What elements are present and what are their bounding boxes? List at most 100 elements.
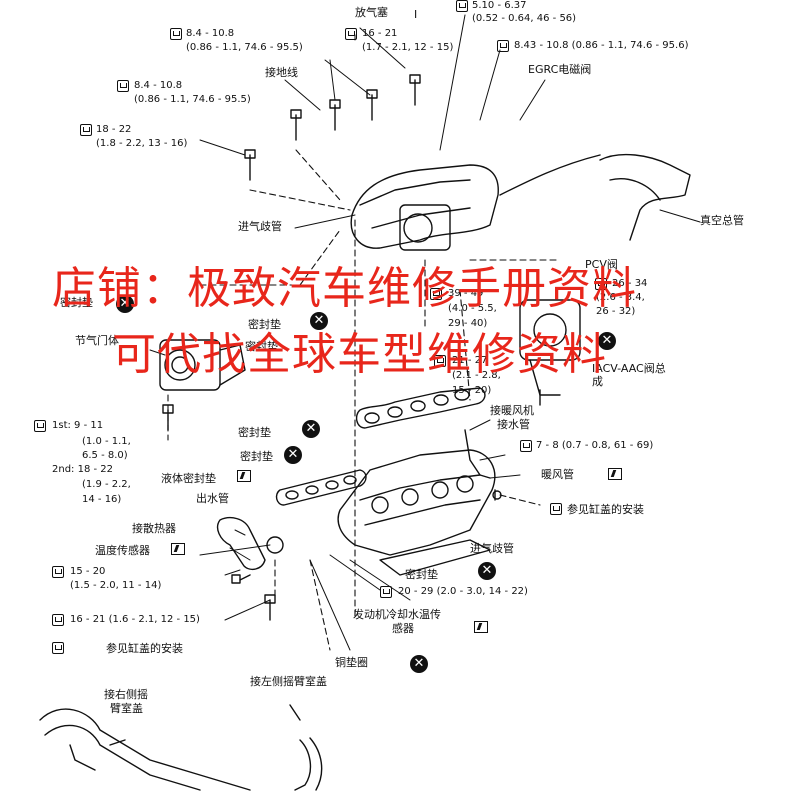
torque-t2b: (1.7 - 2.1, 12 - 15) [362, 42, 454, 53]
label-jieqimen: 节气门体 [75, 334, 119, 347]
replace-part-icon: ✕ [116, 295, 134, 313]
label-egrc: EGRC电磁阀 [528, 63, 592, 76]
label-pcv: PCV阀 [585, 258, 618, 271]
torque-t3: 5.10 - 6.37 [472, 0, 527, 11]
sealant-icon [237, 470, 251, 482]
torque-t6b: (1.8 - 2.2, 13 - 16) [96, 138, 188, 149]
torque-wrench-icon [434, 355, 446, 367]
replace-part-icon: ✕ [310, 312, 328, 330]
torque-wrench-icon [497, 40, 509, 52]
torque-t9b: (2.6 - 3.4, [596, 292, 645, 303]
label-mifengdian-a: 密封垫 [238, 426, 271, 439]
vacuum-hose [599, 153, 691, 241]
torque-t8c: 15 - 20) [452, 385, 492, 396]
label-mifengdian-bottom: 密封垫 [405, 568, 438, 581]
label-yetimifeng: 液体密封垫 [161, 472, 216, 485]
label-fangqisai: 放气塞 [355, 6, 388, 19]
torque-t5b: (0.86 - 1.1, 74.6 - 95.5) [134, 94, 251, 105]
label-nuanfengguan: 暖风管 [541, 468, 574, 481]
torque-t11: 7 - 8 (0.7 - 0.8, 61 - 69) [536, 440, 654, 451]
torque-t5: 8.4 - 10.8 [134, 80, 183, 91]
torque-t12b: (1.5 - 2.0, 11 - 14) [70, 580, 162, 591]
torque-t10d: 2nd: 18 - 22 [52, 464, 114, 475]
torque-t13: 16 - 21 (1.6 - 2.1, 12 - 15) [70, 614, 200, 625]
torque-wrench-icon [52, 566, 64, 578]
iacv-valve [519, 299, 581, 361]
watermark-line-1: 店铺：极致汽车维修手册资料 [52, 263, 637, 314]
label-mifengdian-mid: 密封垫 [248, 318, 281, 331]
label-jinqiqiguan-bottom: 进气歧管 [470, 542, 514, 555]
torque-t10b: (1.0 - 1.1, [82, 436, 131, 447]
label-jinqiqiguan-top: 进气歧管 [238, 220, 282, 233]
torque-wrench-icon [80, 124, 92, 136]
label-wendu: 温度传感器 [95, 544, 150, 557]
gasket-lower [275, 469, 367, 506]
sealant-icon [608, 468, 622, 480]
heater-pipe [464, 429, 491, 479]
label-tongdianquan: 铜垫圈 [335, 656, 368, 669]
label-fadongji: 发动机冷却水温传 [353, 608, 441, 621]
label-misc-i: I [414, 8, 418, 21]
torque-t10e: (1.9 - 2.2, [82, 479, 131, 490]
torque-t6: 18 - 22 [96, 124, 132, 135]
intake-manifold-upper [350, 164, 499, 249]
label-jiedixian: 接地线 [265, 66, 298, 79]
label-jieyouce2: 臂室盖 [110, 702, 143, 715]
replace-part-icon: ✕ [410, 655, 428, 673]
watermark-line-2: 可代找全球车型维修资料 [112, 329, 607, 380]
torque-t10c: 6.5 - 8.0) [82, 450, 128, 461]
water-outlet [216, 517, 266, 571]
torque-t1: 8.4 - 10.8 [186, 28, 235, 39]
torque-t8b: (2.1 - 2.8, [452, 370, 501, 381]
label-mifengdian-b: 密封垫 [240, 450, 273, 463]
replace-part-icon: ✕ [284, 446, 302, 464]
replace-part-icon: ✕ [598, 332, 616, 350]
torque-wrench-icon [430, 288, 442, 300]
torque-t14: 20 - 29 (2.0 - 3.0, 14 - 22) [398, 586, 528, 597]
torque-wrench-icon [520, 440, 532, 452]
label-mifengdian-left: 密封垫 [60, 296, 93, 309]
torque-t12: 15 - 20 [70, 566, 106, 577]
label-zhenkong: 真空总管 [700, 214, 744, 227]
torque-wrench-icon [117, 80, 129, 92]
label-fadongji2: 感器 [392, 622, 414, 635]
gasket-upper [355, 387, 486, 429]
torque-wrench-icon [170, 28, 182, 40]
label-jienuanfengji: 接暖风机 [490, 404, 534, 417]
torque-t10: 1st: 9 - 11 [52, 420, 104, 431]
torque-t1b: (0.86 - 1.1, 74.6 - 95.5) [186, 42, 303, 53]
label-cankao-right: 参见缸盖的安装 [567, 503, 644, 516]
left-rocker-hose [294, 739, 312, 791]
torque-wrench-icon [595, 278, 607, 290]
torque-wrench-icon [52, 614, 64, 626]
throttle-body [159, 339, 221, 391]
rocker-cover-hose [39, 708, 251, 791]
sealant-icon [474, 621, 488, 633]
label-cankao-left: 参见缸盖的安装 [106, 642, 183, 655]
torque-t10f: 14 - 16) [82, 494, 122, 505]
reference-icon [52, 642, 64, 654]
torque-t7: 39 - 49 [448, 288, 484, 299]
torque-wrench-icon [456, 0, 468, 12]
torque-t7c: 29 - 40) [448, 318, 488, 329]
label-jiesanreqi: 接散热器 [132, 522, 176, 535]
torque-t3b: (0.52 - 0.64, 46 - 56) [472, 13, 577, 24]
label-mifengdian-mid2: 密封垫 [245, 340, 278, 353]
torque-t7b: (4.0 - 5.5, [448, 303, 497, 314]
replace-part-icon: ✕ [478, 562, 496, 580]
label-jieshuiguan: 接水管 [497, 418, 530, 431]
replace-part-icon: ✕ [302, 420, 320, 438]
torque-t9: 26 - 34 [612, 278, 648, 289]
reference-icon [550, 503, 562, 515]
torque-t4: 8.43 - 10.8 (0.86 - 1.1, 74.6 - 95.6) [514, 40, 689, 51]
torque-wrench-icon [345, 28, 357, 40]
torque-t2: 16 - 21 [362, 28, 398, 39]
sealant-icon [171, 543, 185, 555]
intake-manifold-lower [337, 449, 496, 556]
label-iacv: IACV-AAC阀总成 [592, 362, 666, 388]
torque-wrench-icon [34, 420, 46, 432]
label-jieyouce1: 接右侧摇 [104, 688, 148, 701]
torque-wrench-icon [380, 586, 392, 598]
bolt-group [162, 74, 541, 621]
